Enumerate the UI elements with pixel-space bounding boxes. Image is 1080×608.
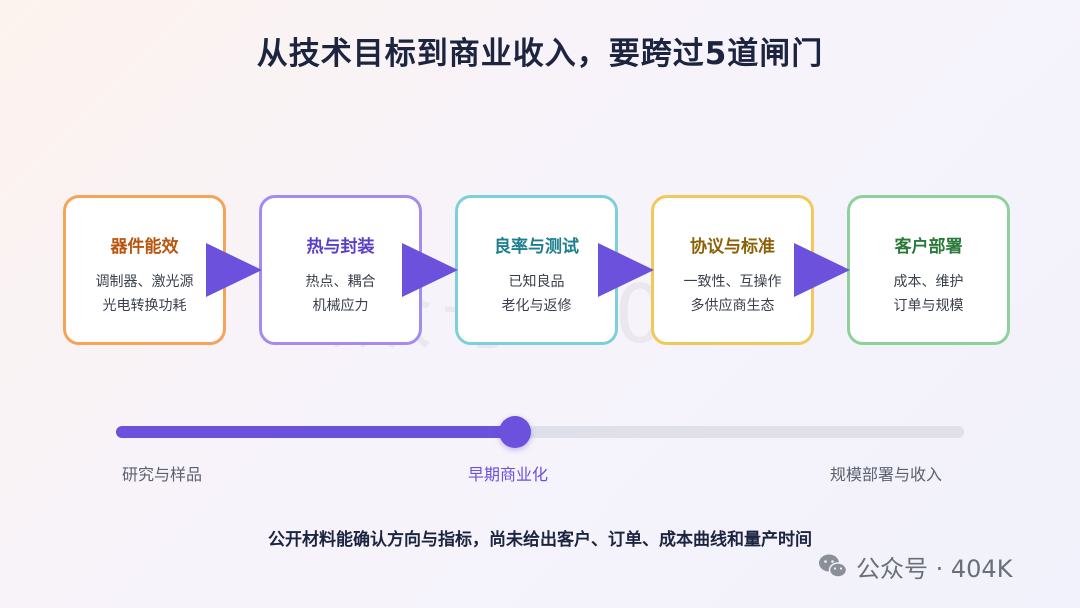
gate-card-yield-testing: 良率与测试 已知良品 老化与返修	[455, 195, 618, 345]
progress-track	[116, 426, 964, 438]
gate-detail: 老化与返修	[501, 298, 572, 314]
gate-title: 热与封装	[306, 237, 375, 257]
progress-fill	[116, 426, 515, 438]
gate-detail: 机械应力	[312, 298, 369, 314]
flow-arrow-icon	[402, 243, 458, 297]
brand-mark: 公众号 · 404K	[818, 549, 1012, 583]
gate-card-protocol-standard: 协议与标准 一致性、互操作 多供应商生态	[651, 195, 814, 345]
flow-arrow-icon	[206, 243, 262, 297]
stage-label-research: 研究与样品	[122, 465, 203, 484]
gate-detail: 光电转换功耗	[102, 298, 187, 314]
gate-title: 良率与测试	[494, 237, 579, 257]
gate-title: 客户部署	[894, 237, 963, 257]
gate-title: 器件能效	[110, 237, 179, 257]
gate-card-device-efficiency: 器件能效 调制器、激光源 光电转换功耗	[63, 195, 226, 345]
gate-detail: 多供应商生态	[690, 298, 775, 314]
gate-detail: 订单与规模	[893, 298, 964, 314]
stage-label-early-commercial: 早期商业化	[468, 465, 549, 484]
progress-marker	[498, 416, 531, 448]
gate-detail: 一致性、互操作	[683, 274, 782, 290]
gate-card-thermal-packaging: 热与封装 热点、耦合 机械应力	[259, 195, 422, 345]
gate-detail: 已知良品	[508, 274, 565, 290]
footnote: 公开材料能确认方向与指标，尚未给出客户、订单、成本曲线和量产时间	[268, 530, 812, 550]
flow-arrow-icon	[598, 243, 654, 297]
gate-card-customer-deployment: 客户部署 成本、维护 订单与规模	[847, 195, 1010, 345]
stage-label-scale-revenue: 规模部署与收入	[830, 465, 943, 484]
gate-title: 协议与标准	[690, 237, 775, 257]
gate-detail: 成本、维护	[893, 274, 964, 290]
brand-text: 公众号 · 404K	[856, 554, 1013, 583]
wechat-icon	[819, 554, 848, 578]
gate-detail: 调制器、激光源	[95, 274, 194, 290]
gate-detail: 热点、耦合	[305, 274, 376, 290]
page-title: 从技术目标到商业收入，要跨过5道闸门	[256, 36, 824, 72]
flow-arrow-icon	[794, 243, 850, 297]
